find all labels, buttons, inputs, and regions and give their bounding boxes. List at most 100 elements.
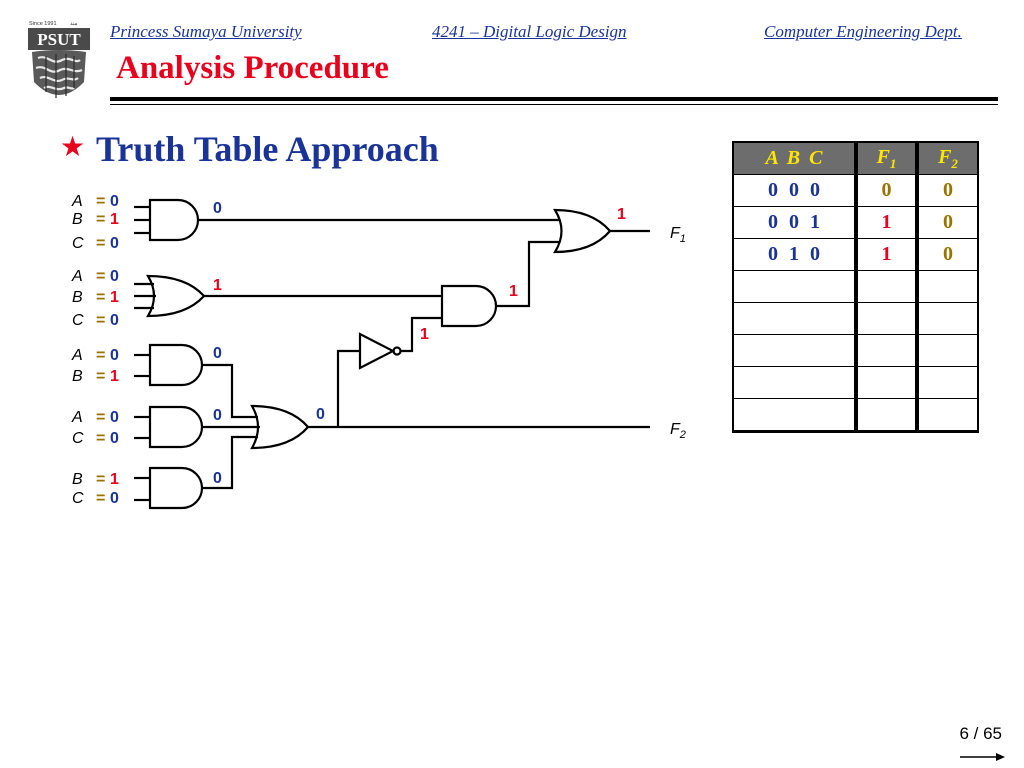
input-value: 1 <box>110 211 119 228</box>
gate-output-value: 0 <box>213 470 222 487</box>
input-var-label: C <box>72 235 84 252</box>
cell-f2 <box>917 366 977 399</box>
cell-abc <box>734 398 858 431</box>
bullet-text: Truth Table Approach <box>96 129 439 169</box>
input-value: 1 <box>110 368 119 385</box>
input-var-label: A <box>71 193 83 210</box>
cell-f2: 0 <box>917 238 977 271</box>
not-output-value: 1 <box>420 326 429 343</box>
equals-sign: = <box>96 289 105 306</box>
truth-table-header-row: A B C F1 F2 <box>734 143 977 175</box>
cell-abc <box>734 366 858 399</box>
equals-sign: = <box>96 235 105 252</box>
cell-f2: 0 <box>917 206 977 239</box>
cell-abc: 0 0 0 <box>734 174 858 207</box>
input-value: 0 <box>110 430 119 447</box>
input-var-label: B <box>72 471 83 488</box>
cell-f1 <box>856 302 919 335</box>
input-var-label: B <box>72 368 83 385</box>
header-f1: F1 <box>856 143 919 175</box>
header-rule-thick <box>110 97 998 101</box>
and5-output-value: 1 <box>509 283 518 300</box>
logic-circuit-diagram: A=0B=1C=0A=0B=1C=0A=0B=1A=0C=0B=1C=00100… <box>71 193 686 510</box>
and-gate-3 <box>148 405 204 449</box>
cell-abc: 0 1 0 <box>734 238 858 271</box>
equals-sign: = <box>96 193 105 210</box>
arrow-right-icon[interactable] <box>960 752 1006 762</box>
equals-sign: = <box>96 268 105 285</box>
cell-f1: 1 <box>856 238 919 271</box>
cell-f1 <box>856 366 919 399</box>
header-f2: F2 <box>917 143 977 175</box>
gate-output-value: 0 <box>213 345 222 362</box>
and-gate-1 <box>148 198 200 242</box>
truth-table-row <box>734 302 977 335</box>
gate-output-value: 1 <box>213 277 222 294</box>
header-course: 4241 – Digital Logic Design <box>432 22 627 41</box>
truth-table-row <box>734 366 977 399</box>
truth-table-row <box>734 334 977 367</box>
cell-f1: 0 <box>856 174 919 207</box>
cell-abc <box>734 302 858 335</box>
input-value: 0 <box>110 235 119 252</box>
input-value: 0 <box>110 193 119 210</box>
or-gate-1 <box>146 274 206 318</box>
input-value: 0 <box>110 409 119 426</box>
star-bullet-icon: ★ <box>60 130 86 163</box>
equals-sign: = <box>96 471 105 488</box>
input-value: 0 <box>110 268 119 285</box>
input-var-label: C <box>72 490 84 507</box>
page-number: 6 / 65 <box>959 724 1002 743</box>
cell-abc: 0 0 1 <box>734 206 858 239</box>
input-value: 1 <box>110 289 119 306</box>
or3-output-value: 1 <box>617 206 626 223</box>
equals-sign: = <box>96 347 105 364</box>
gate-output-value: 0 <box>213 200 222 217</box>
input-var-label: A <box>71 268 83 285</box>
equals-sign: = <box>96 368 105 385</box>
input-var-label: B <box>72 289 83 306</box>
header-university: Princess Sumaya University <box>110 22 302 41</box>
cell-f2 <box>917 398 977 431</box>
or-gate-3 <box>553 208 612 254</box>
cell-f1 <box>856 398 919 431</box>
not-gate <box>358 332 396 370</box>
equals-sign: = <box>96 211 105 228</box>
equals-sign: = <box>96 430 105 447</box>
and-gate-5 <box>440 284 498 328</box>
equals-sign: = <box>96 409 105 426</box>
input-var-label: B <box>72 211 83 228</box>
f1-label: F1 <box>670 225 686 245</box>
f2-label: F2 <box>670 421 686 441</box>
cell-f2 <box>917 270 977 303</box>
cell-f1: 1 <box>856 206 919 239</box>
header-department: Computer Engineering Dept. <box>764 22 962 41</box>
input-value: 0 <box>110 490 119 507</box>
input-var-label: A <box>71 409 83 426</box>
logo-name: PSUT <box>37 30 81 49</box>
or2-output-value: 0 <box>316 406 325 423</box>
truth-table-row <box>734 270 977 303</box>
cell-abc <box>734 270 858 303</box>
input-var-label: C <box>72 430 84 447</box>
svg-text:منذ: منذ <box>70 21 78 27</box>
cell-f1 <box>856 334 919 367</box>
cell-f2 <box>917 334 977 367</box>
gate-output-value: 0 <box>213 407 222 424</box>
header-inputs: A B C <box>734 143 858 175</box>
and-gate-4 <box>148 466 204 510</box>
equals-sign: = <box>96 490 105 507</box>
input-var-label: A <box>71 347 83 364</box>
header-rule-thin <box>110 104 998 105</box>
truth-table-row <box>734 398 977 431</box>
cell-abc <box>734 334 858 367</box>
and-gate-2 <box>148 343 204 387</box>
equals-sign: = <box>96 312 105 329</box>
slide-title: Analysis Procedure <box>116 50 389 86</box>
input-value: 1 <box>110 471 119 488</box>
cell-f2 <box>917 302 977 335</box>
